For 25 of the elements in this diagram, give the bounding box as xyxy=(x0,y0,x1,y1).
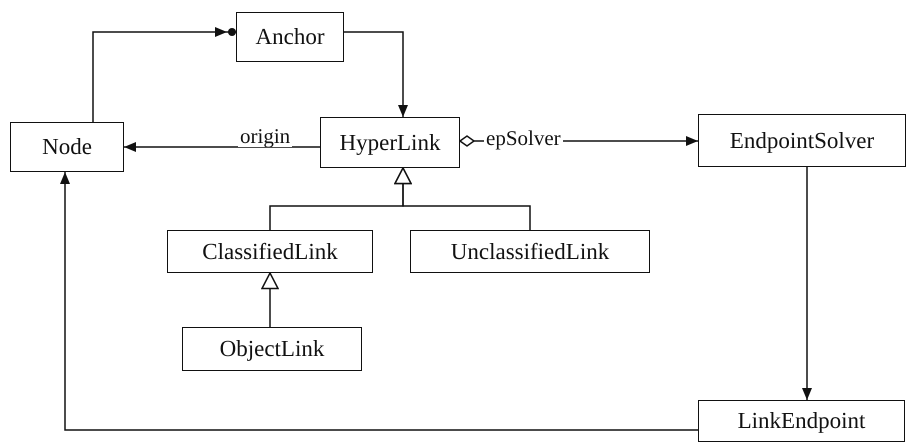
generalization-arrow xyxy=(394,167,531,230)
class-name: ClassifiedLink xyxy=(202,238,338,264)
arrow xyxy=(802,167,812,400)
arrow xyxy=(124,142,320,152)
class-box xyxy=(182,327,362,371)
class-box xyxy=(320,117,460,168)
class-box xyxy=(410,230,650,273)
class-box xyxy=(10,122,124,172)
class-name: Anchor xyxy=(256,24,324,50)
class-name: EndpointSolver xyxy=(730,128,874,154)
class-box xyxy=(167,230,373,273)
class-name: UnclassifiedLink xyxy=(450,238,610,264)
edge-label: epSolver xyxy=(484,128,563,149)
generalization-arrow xyxy=(261,272,279,327)
class-box xyxy=(698,114,906,167)
class-name: LinkEndpoint xyxy=(738,408,866,434)
class-box xyxy=(698,400,905,442)
arrow xyxy=(60,172,698,431)
arrow xyxy=(92,27,236,122)
arrow xyxy=(344,31,408,117)
class-name: ObjectLink xyxy=(220,336,324,362)
class-name: HyperLink xyxy=(340,130,440,156)
edge-label: origin xyxy=(238,126,292,147)
class-name: Node xyxy=(42,134,92,160)
class-box xyxy=(236,12,344,62)
